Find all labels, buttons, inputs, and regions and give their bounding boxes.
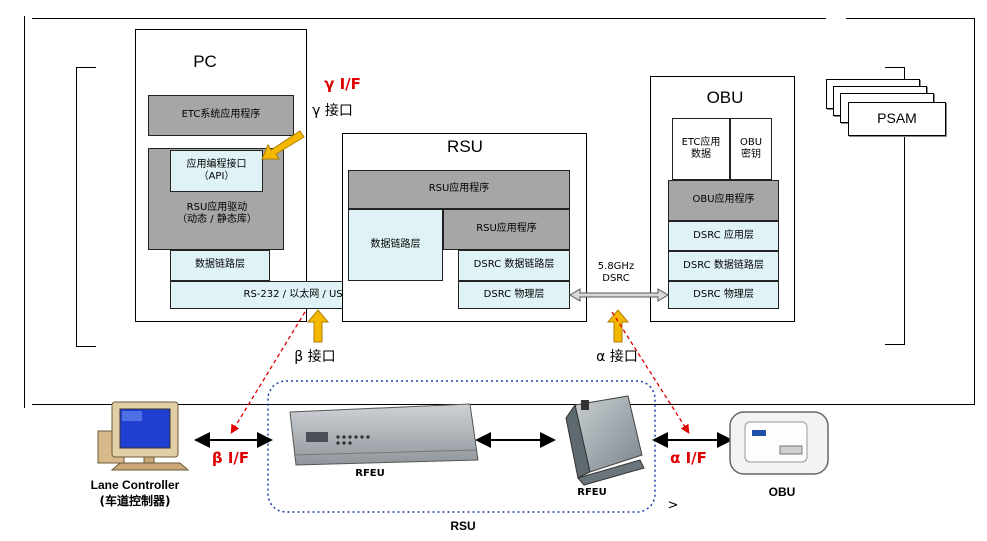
obu-dsrc-app: DSRC 应用层 xyxy=(668,221,779,251)
dsrc-double-arrow xyxy=(569,288,669,302)
beta-dashed-line xyxy=(230,311,306,434)
rfeu-label-2: RFEU xyxy=(577,486,607,498)
alpha-if-label: α I/F xyxy=(670,448,707,467)
inner-bracket-left xyxy=(76,67,96,347)
obu-dsrc-phy: DSRC 物理层 xyxy=(668,281,779,309)
computer-icon xyxy=(97,401,190,471)
rsu-app: RSU应用程序 xyxy=(348,170,570,209)
frame-gap xyxy=(826,12,846,24)
obu-device-label: OBU xyxy=(768,484,796,499)
rfeu-label-1: RFEU xyxy=(355,467,385,479)
gamma-port-label: γ 接口 xyxy=(312,103,353,120)
stray-mark: > xyxy=(667,497,679,513)
lane-controller-label: Lane Controller xyxy=(90,477,180,492)
alpha-dashed-line xyxy=(611,311,690,434)
beta-port-label: β 接口 xyxy=(294,349,336,366)
inner-bracket-right xyxy=(885,67,905,345)
gamma-arrow xyxy=(261,130,305,160)
lane-controller-cn-label: (车道控制器) xyxy=(99,493,171,508)
pc-title: PC xyxy=(193,52,217,72)
rsu-group-label: RSU xyxy=(450,518,476,533)
obu-title: OBU xyxy=(706,88,744,108)
rsu-dsrc-phy: DSRC 物理层 xyxy=(458,281,570,309)
rack-device-icon xyxy=(289,403,479,466)
pc-rsu-driver: RSU应用驱动 （动态 / 静态库） xyxy=(177,201,257,226)
alpha-arrow xyxy=(606,309,630,343)
obu-dsrc-link: DSRC 数据链路层 xyxy=(668,251,779,281)
rsu-dsrc-link: DSRC 数据链路层 xyxy=(458,250,570,281)
obu-app: OBU应用程序 xyxy=(668,180,779,221)
beta-if-label: β I/F xyxy=(211,448,250,467)
obu-device-icon xyxy=(729,411,829,475)
rsu-data-link: 数据链路层 xyxy=(348,209,443,281)
dsrc-link-label: 5.8GHz DSRC xyxy=(597,260,635,285)
alpha-port-label: α 接口 xyxy=(596,349,638,366)
pc-data-link: 数据链路层 xyxy=(170,250,270,281)
rsu-app-2: RSU应用程序 xyxy=(443,209,570,250)
pc-api: 应用编程接口 （API） xyxy=(170,150,263,192)
pc-etc-app: ETC系统应用程序 xyxy=(148,95,294,136)
obu-etc-data: ETC应用 数据 xyxy=(672,118,730,180)
rsu-title: RSU xyxy=(447,137,483,157)
gamma-if-label: γ I/F xyxy=(324,74,361,93)
antenna-device-icon xyxy=(565,395,645,486)
obu-key: OBU 密钥 xyxy=(730,118,772,180)
outer-frame-left-edge xyxy=(24,16,32,408)
beta-arrow xyxy=(306,309,330,343)
psam-card: PSAM xyxy=(848,102,946,136)
